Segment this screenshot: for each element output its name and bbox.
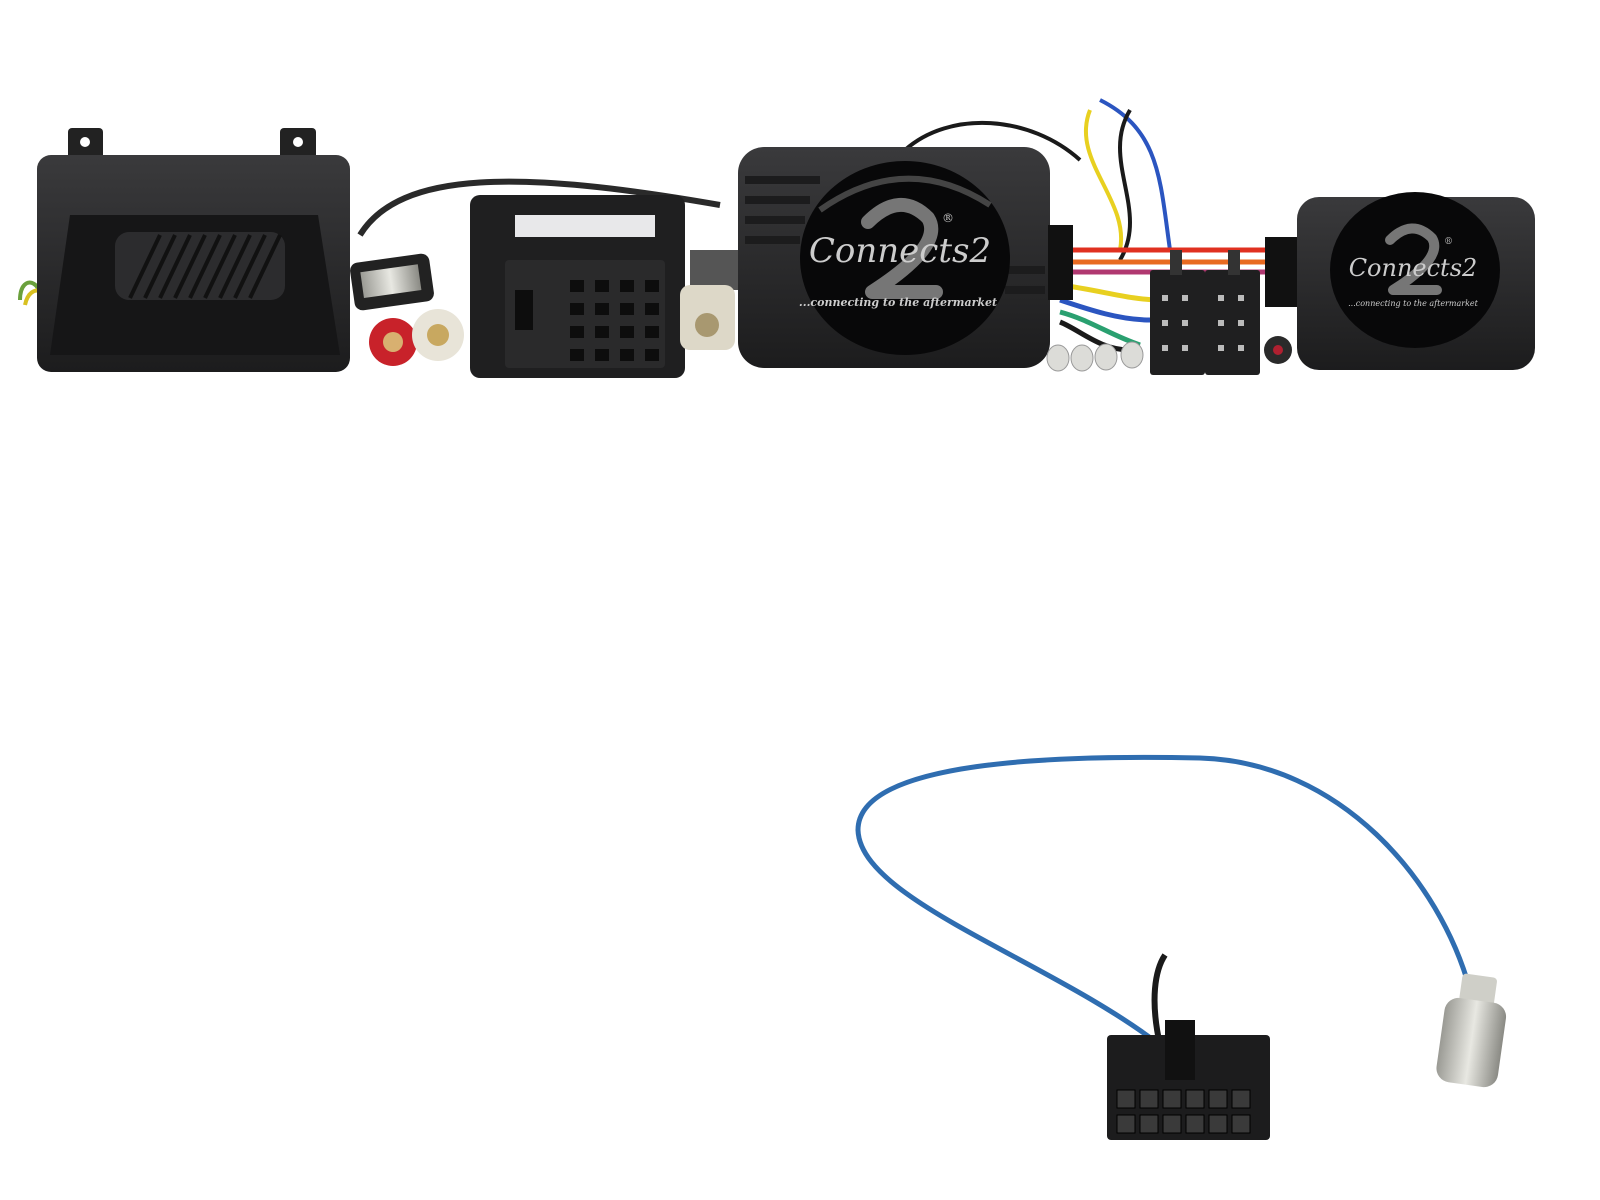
- rca-plugs: [369, 309, 464, 366]
- logo-numeral-graphic-small: [1385, 223, 1442, 295]
- small-white-connector: [680, 250, 740, 350]
- tagline-small: ...connecting to the aftermarket: [1348, 299, 1479, 308]
- secondary-interface-module: Connects2 ® ...connecting to the afterma…: [1265, 192, 1535, 370]
- registered-mark-small: ®: [1444, 237, 1453, 247]
- din-antenna-plug: [1436, 973, 1507, 1088]
- usb-plug: [350, 253, 434, 311]
- iso-connectors: [1150, 250, 1292, 375]
- bullet-connectors: [1046, 341, 1144, 372]
- logo-numeral-graphic: [861, 197, 943, 299]
- registered-mark: ®: [942, 211, 954, 225]
- antenna-adapter-cable: [855, 754, 1507, 1140]
- brand-logo-small: Connects2: [1349, 254, 1478, 282]
- interface-box-left: [37, 128, 350, 372]
- brand-logo: Connects2: [809, 231, 991, 271]
- tagline: ...connecting to the aftermarket: [799, 296, 997, 309]
- main-interface-module: Connects2 ® ...connecting to the afterma…: [738, 147, 1073, 368]
- quadlock-connector: [470, 195, 685, 378]
- iso-antenna-plug: [1107, 1020, 1270, 1140]
